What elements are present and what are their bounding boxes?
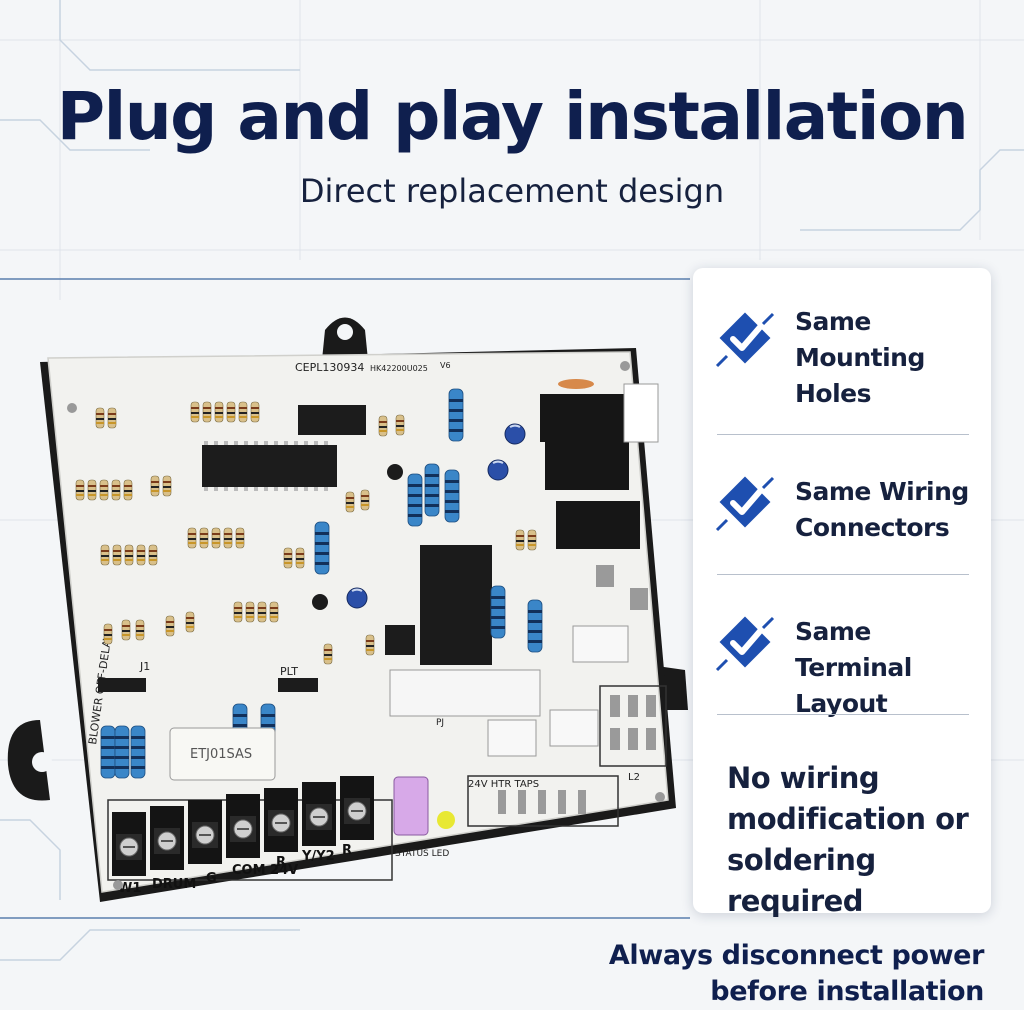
divider — [717, 434, 969, 435]
features-card: Same Mounting Holes Same Wiring Connecto… — [693, 268, 991, 918]
feature-label: Same Terminal Layout — [795, 617, 912, 718]
pj-label: PJ — [436, 718, 444, 728]
feature-label: Same Mounting Holes — [795, 307, 925, 408]
check-diamond-icon — [715, 616, 775, 672]
j1-label: J1 — [139, 660, 150, 673]
feature-label: Same Wiring Connectors — [795, 477, 969, 542]
page-subtitle: Direct replacement design — [299, 172, 725, 210]
board-part-code: HK42200U025 — [370, 364, 428, 373]
l2-label: L2 — [628, 772, 640, 783]
terminal-label: G — [206, 871, 217, 886]
terminal-label: COM 24V — [232, 863, 298, 878]
terminal-label: R — [342, 843, 352, 858]
check-diamond-icon — [715, 312, 775, 368]
feature-mounting-holes: Same Mounting Holes — [693, 268, 991, 408]
board-version: V6 — [440, 361, 451, 370]
feature-wiring-connectors: Same Wiring Connectors — [693, 438, 991, 578]
terminal-label: R — [276, 855, 286, 870]
divider — [717, 714, 969, 715]
taps-label: 24V HTR TAPS — [468, 779, 539, 790]
feature-terminal-layout: Same Terminal Layout — [693, 578, 991, 718]
no-modification-note: No wiring modification or soldering requ… — [727, 761, 969, 918]
terminal-label: Y/Y2 — [301, 849, 335, 864]
svg-text:ETJ01SAS: ETJ01SAS — [190, 747, 252, 762]
page-title: Plug and play installation — [56, 78, 969, 155]
terminal-label: W1 — [118, 881, 141, 896]
status-label: STATUS LED — [395, 849, 449, 859]
board-part-number: CEPL130934 — [295, 361, 364, 374]
control-board-image: CEPL130934 HK42200U025 V6 BLOWER OFF-DEL… — [0, 300, 690, 920]
plt-label: PLT — [280, 665, 298, 678]
control-board-illustration: CEPL130934 HK42200U025 V6 BLOWER OFF-DEL… — [7, 317, 688, 902]
terminal-label: DRUM — [152, 877, 196, 892]
safety-warning: Always disconnect power before installat… — [608, 940, 984, 1007]
divider — [717, 574, 969, 575]
check-diamond-icon — [715, 476, 775, 532]
